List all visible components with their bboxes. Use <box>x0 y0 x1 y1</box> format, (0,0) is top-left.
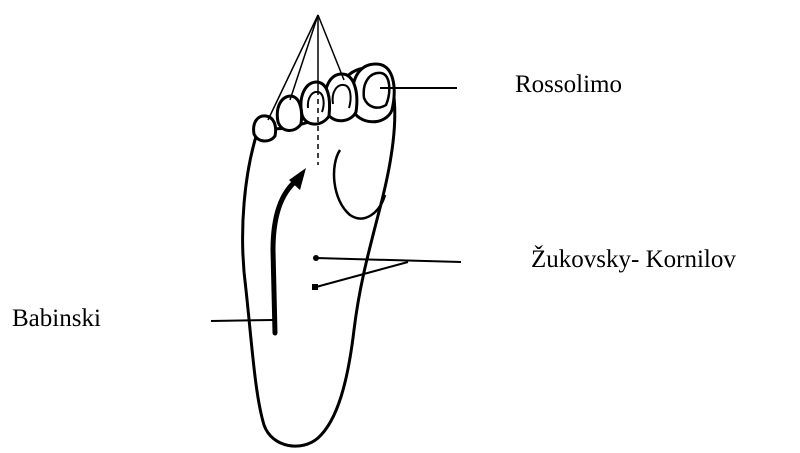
label-zukovsky-kornilov: Žukovsky- Kornilov <box>531 247 736 272</box>
label-rossolimo: Rossolimo <box>515 72 622 97</box>
little-toe <box>254 116 276 141</box>
babinski-pointer <box>211 320 273 321</box>
big-toe <box>352 64 394 122</box>
third-toe <box>301 82 330 124</box>
fourth-toe <box>277 96 301 131</box>
label-babinski: Babinski <box>12 306 101 331</box>
